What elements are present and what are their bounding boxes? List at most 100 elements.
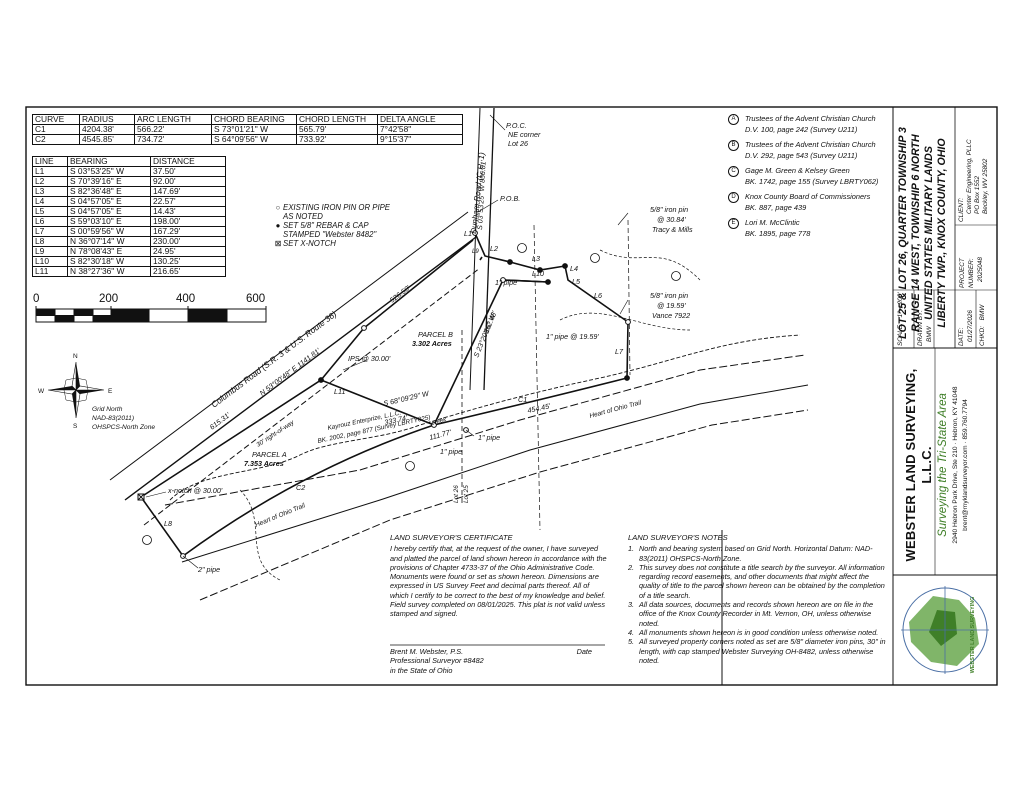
bearing-header: BEARING	[67, 156, 151, 167]
north-letter-s: S	[73, 423, 78, 430]
outer-border	[25, 106, 998, 686]
legend-item: STAMPED "Webster 8482"	[273, 230, 390, 239]
table-cell: 733.92'	[296, 134, 378, 145]
pipe-label-1: 1" pipe	[495, 278, 517, 287]
table-cell: S 04°57'05" E	[67, 196, 151, 207]
pipe-label-2: 1" pipe	[478, 433, 500, 442]
curve-table: CURVE RADIUS ARC LENGTH CHORD BEARING CH…	[32, 114, 463, 145]
line-label-l7: L7	[615, 347, 624, 356]
table-cell: S 73°01'21" W	[211, 124, 297, 135]
legend-item: ⊠SET X-NOTCH	[273, 239, 390, 248]
table-cell: 7°42'58"	[377, 124, 463, 135]
table-cell: L10	[32, 256, 68, 267]
x-notch-icon: ⊠	[274, 239, 282, 248]
table-cell: S 04°57'05" E	[67, 206, 151, 217]
table-cell: L1	[32, 166, 68, 177]
line-label-l6: L6	[594, 291, 602, 300]
pob-label: P.O.B.	[500, 194, 520, 203]
note-text: All surveyed property corners noted as s…	[639, 637, 886, 665]
line-label-l9: L9	[472, 249, 479, 255]
line-label-l2: L2	[490, 244, 498, 253]
certificate-body: I hereby certify that, at the request of…	[390, 544, 607, 619]
table-cell: S 82°30'18" W	[67, 256, 151, 267]
tracy-label-1: 5/8" iron pin	[650, 205, 688, 214]
table-cell: 130.25'	[150, 256, 226, 267]
columbus-road	[109, 211, 481, 526]
table-cell: S 70°39'16" E	[67, 176, 151, 187]
seg-526-label: 526.50'	[388, 283, 413, 305]
table-row: C1 4204.38' 566.22' S 73°01'21" W 565.79…	[32, 124, 463, 135]
client-line: Center Engineering, PLLC	[966, 139, 973, 214]
table-cell: S 82°36'48" E	[67, 186, 151, 197]
surveyor-signature-block: Brent M. Webster, P.S. Date Professional…	[390, 647, 608, 675]
scale-label: SCALE:	[897, 323, 904, 346]
adjoiner-key: A	[728, 114, 739, 125]
surveyor-notes: LAND SURVEYOR'S NOTES 1.North and bearin…	[628, 533, 886, 665]
poc-label-3: Lot 26	[508, 139, 528, 148]
table-cell: 198.00'	[150, 216, 226, 227]
line-label-l4: L4	[570, 264, 578, 273]
pipe-2-label: 2" pipe	[197, 565, 220, 574]
table-cell: C1	[32, 124, 80, 135]
line-label-l5: L5	[572, 277, 581, 286]
date-label: DATE:	[958, 327, 965, 346]
client-line: Beckley, WV 25802	[982, 158, 989, 214]
adjoiner-name: Trustees of the Advent Christian Church	[745, 140, 876, 149]
zone-label: OHSPCS-North Zone	[92, 424, 155, 431]
company-slogan: Surveying the Tri-State Area	[937, 393, 949, 537]
tracy-label-3: Tracy & Mills	[652, 225, 693, 234]
table-cell: L11	[32, 266, 68, 277]
line-header: LINE	[32, 156, 68, 167]
vance-label-2: @ 19.59'	[657, 301, 686, 310]
distance-header: DISTANCE	[150, 156, 226, 167]
adjoiner-key: D	[728, 192, 739, 203]
note-text: All monuments shown hereon is in good co…	[639, 627, 879, 637]
adjoiner-key: C	[728, 166, 739, 177]
note-item: 4.All monuments shown hereon is in good …	[628, 628, 886, 637]
project-number-block: PROJECT NUMBER: 2025048	[958, 228, 994, 288]
table-cell: N 38°27'36" W	[67, 266, 151, 277]
creek-label: creek	[431, 416, 448, 427]
parcel-b-label: PARCEL B	[418, 330, 453, 339]
dist-454-label: 454.45'	[527, 401, 552, 415]
road-bearing-label: N 53°00'48" E 1141.81'	[258, 346, 323, 398]
dunham-road	[469, 107, 495, 391]
adjoiner-deed: D.V. 292, page 543 (Survey U211)	[745, 151, 858, 160]
dist-111-label: 111.77'	[428, 427, 452, 442]
note-item: 2.This survey does not constitute a titl…	[628, 562, 885, 600]
company-contact: brent@myklandsurveyor.com · 859.760.7794	[962, 399, 969, 531]
ips-label: IPS @ 30.00'	[348, 354, 391, 363]
scale-label-400: 400	[176, 293, 195, 305]
table-cell: S 59°03'10" E	[67, 216, 151, 227]
drawn-by-block: DRAWN BY: BMW	[916, 292, 934, 346]
table-cell: N 36°07'14" W	[67, 236, 151, 247]
heart-of-ohio-trail	[164, 354, 809, 601]
date-block: DATE: 01/27/2026	[957, 292, 975, 346]
table-cell: 14.43'	[150, 206, 226, 217]
poc-label-1: P.O.C.	[506, 121, 527, 130]
note-text: North and bearing system based on Grid N…	[639, 544, 873, 563]
legend-text: SET X-NOTCH	[283, 239, 336, 248]
table-cell: L9	[32, 246, 68, 257]
table-cell: L8	[32, 236, 68, 247]
table-cell: S 03°53'25" W	[67, 166, 151, 177]
delta-header: DELTA ANGLE	[377, 114, 463, 125]
table-cell: C2	[32, 134, 80, 145]
note-text: All data sources, documents and records …	[639, 600, 874, 628]
adjoiner-deed: BK. 1742, page 155 (Survey LBRTY062)	[745, 177, 879, 186]
scale-label-200: 200	[99, 293, 118, 305]
checked-value: BMW	[979, 304, 986, 321]
table-cell: 24.95'	[150, 246, 226, 257]
table-cell: S 64°09'56" W	[211, 134, 297, 145]
columbus-road-label: Columbus Road (S.R. 3 & U.S. Route 36)	[209, 309, 338, 410]
scale-label-600: 600	[246, 293, 265, 305]
parcel-a-acres: 7.353 Acres	[244, 459, 284, 468]
table-cell: 565.79'	[296, 124, 378, 135]
